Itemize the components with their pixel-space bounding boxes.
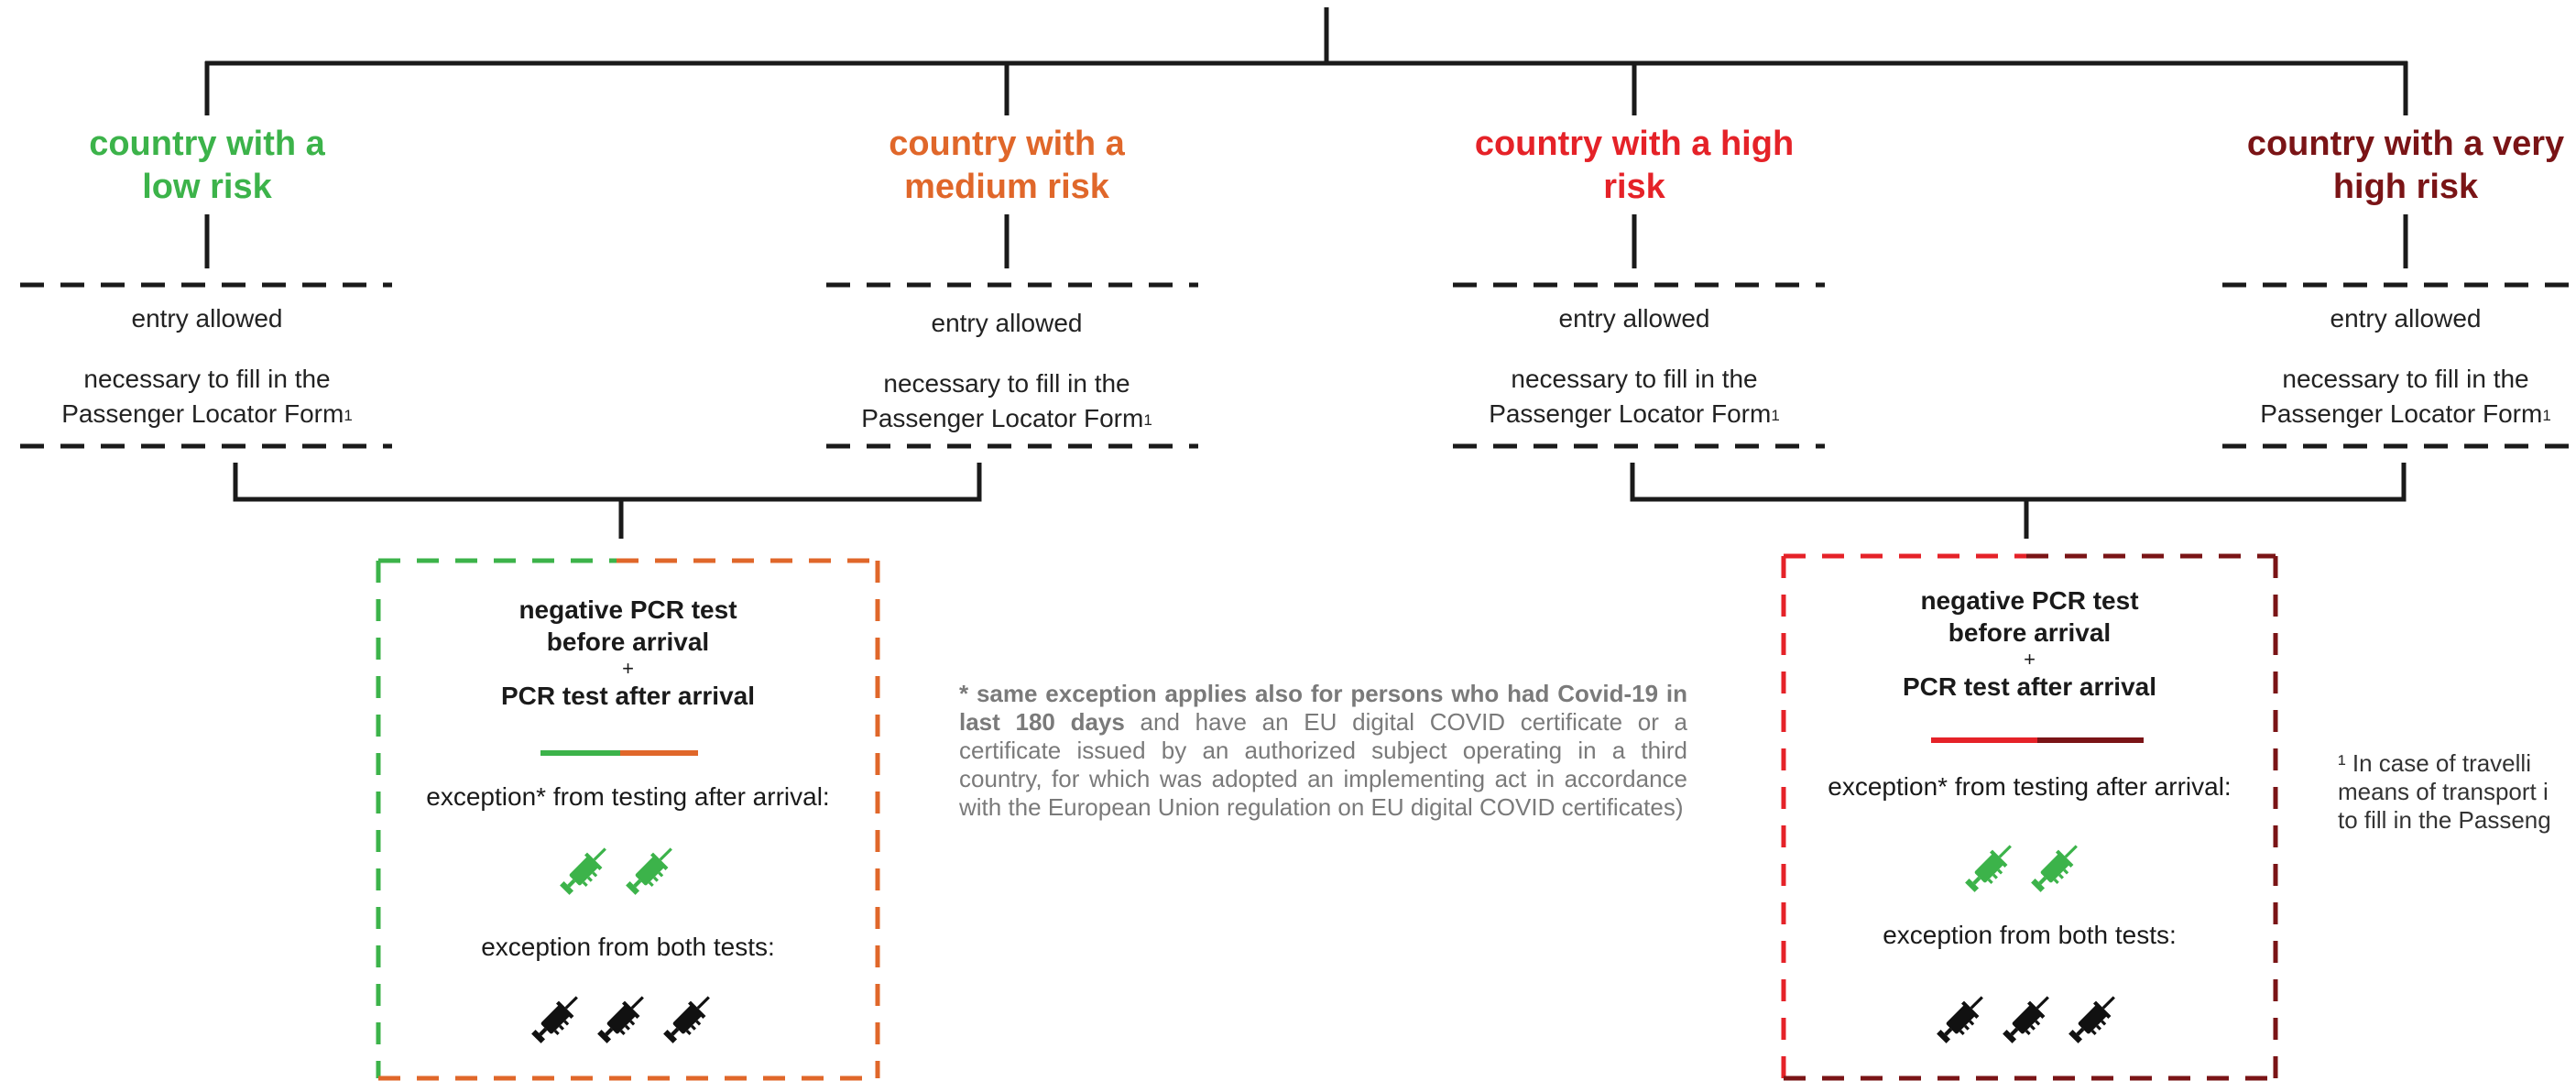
test-requirements-box-low-medium: negative PCR test before arrival + PCR t… <box>383 594 873 963</box>
vaccine-syringe-icon <box>551 836 618 904</box>
pcr-before-label-2: before arrival <box>546 628 710 656</box>
exception-after-label: exception* from testing after arrival: <box>1828 772 2232 801</box>
pcr-after-label: PCR test after arrival <box>1902 672 2156 701</box>
exception-note: * same exception applies also for person… <box>959 680 1687 822</box>
vaccine-syringe-icon <box>617 836 684 904</box>
vaccine-syringe-icon <box>522 985 590 1053</box>
footnote: ¹ In case of travelli means of transport… <box>2338 749 2551 834</box>
entry-allowed-text: entry allowed <box>131 304 283 333</box>
vaccine-syringe-icon <box>654 985 722 1053</box>
test-requirements-box-high-veryhigh: negative PCR test before arrival + PCR t… <box>1788 584 2271 951</box>
entry-allowed-text: entry allowed <box>931 309 1083 337</box>
vaccine-syringe-icon <box>588 985 656 1053</box>
vaccine-syringe-icon <box>1927 985 1995 1053</box>
vaccine-syringe-icon <box>2022 834 2090 901</box>
vaccine-syringe-icon <box>1993 985 2061 1053</box>
exception-note-rest: and have an EU digital COVID certificate… <box>959 708 1688 821</box>
vaccine-syringe-icon <box>2059 985 2127 1053</box>
pcr-before-label: negative PCR test <box>518 595 737 624</box>
entry-allowed-text: entry allowed <box>2330 304 2482 333</box>
exception-note-bold: * same exception applies also for person… <box>959 680 1687 736</box>
exception-both-label: exception from both tests: <box>1883 921 2177 949</box>
exception-after-label: exception* from testing after arrival: <box>426 782 830 811</box>
pcr-before-label-2: before arrival <box>1948 618 2112 647</box>
pcr-after-label: PCR test after arrival <box>500 682 755 710</box>
exception-both-label: exception from both tests: <box>481 933 775 961</box>
pcr-before-label: negative PCR test <box>1920 586 2139 615</box>
vaccine-syringe-icon <box>1956 834 2024 901</box>
plus-sign: + <box>622 657 634 680</box>
entry-allowed-text: entry allowed <box>1558 304 1710 333</box>
plus-sign: + <box>2024 648 2036 671</box>
